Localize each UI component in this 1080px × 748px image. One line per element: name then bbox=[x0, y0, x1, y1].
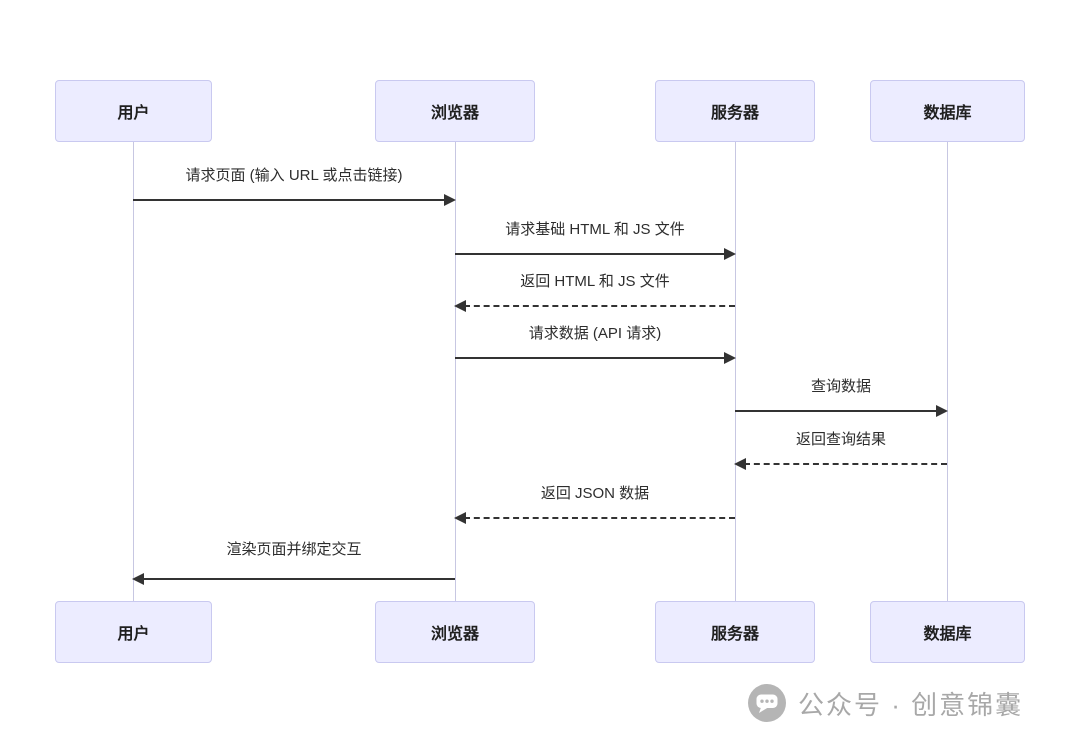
arrowhead-icon bbox=[936, 405, 948, 417]
speech-bubble-icon bbox=[748, 684, 786, 722]
actor-box-user-top: 用户 bbox=[55, 80, 212, 142]
actor-label: 服务器 bbox=[710, 626, 759, 643]
message-label: 返回 HTML 和 JS 文件 bbox=[520, 273, 670, 290]
message-label: 请求基础 HTML 和 JS 文件 bbox=[505, 221, 685, 238]
message-arrow bbox=[735, 405, 948, 417]
actor-box-database-bottom: 数据库 bbox=[870, 601, 1025, 663]
actor-box-user-bottom: 用户 bbox=[55, 601, 212, 663]
arrow-line bbox=[735, 410, 938, 412]
actor-label: 浏览器 bbox=[430, 105, 479, 122]
message-arrow bbox=[454, 512, 735, 524]
lifeline-user bbox=[133, 142, 134, 601]
actor-label: 数据库 bbox=[923, 105, 972, 122]
arrowhead-icon bbox=[454, 512, 466, 524]
actor-box-browser-bottom: 浏览器 bbox=[375, 601, 535, 663]
message-arrow bbox=[734, 458, 947, 470]
actor-label: 浏览器 bbox=[430, 626, 479, 643]
arrowhead-icon bbox=[724, 248, 736, 260]
message-arrow bbox=[133, 194, 456, 206]
message-arrow bbox=[132, 573, 455, 585]
arrow-line bbox=[464, 305, 735, 307]
actor-box-server-bottom: 服务器 bbox=[655, 601, 815, 663]
message-arrow bbox=[455, 352, 736, 364]
actor-box-database-top: 数据库 bbox=[870, 80, 1025, 142]
actor-label: 用户 bbox=[117, 105, 150, 122]
arrow-line bbox=[744, 463, 947, 465]
arrow-line bbox=[133, 199, 446, 201]
message-label: 请求页面 (输入 URL 或点击链接) bbox=[185, 167, 403, 184]
arrow-line bbox=[464, 517, 735, 519]
arrowhead-icon bbox=[454, 300, 466, 312]
lifeline-server bbox=[735, 142, 736, 601]
arrow-line bbox=[455, 253, 726, 255]
actor-box-browser-top: 浏览器 bbox=[375, 80, 535, 142]
arrowhead-icon bbox=[734, 458, 746, 470]
actor-box-server-top: 服务器 bbox=[655, 80, 815, 142]
message-label: 请求数据 (API 请求) bbox=[528, 325, 662, 342]
arrowhead-icon bbox=[724, 352, 736, 364]
watermark: 公众号 · 创意锦囊 bbox=[748, 684, 1023, 722]
arrow-line bbox=[455, 357, 726, 359]
arrowhead-icon bbox=[444, 194, 456, 206]
watermark-text: 公众号 · 创意锦囊 bbox=[798, 689, 1024, 720]
arrowhead-icon bbox=[132, 573, 144, 585]
message-arrow bbox=[455, 248, 736, 260]
message-label: 返回 JSON 数据 bbox=[540, 485, 650, 502]
message-label: 返回查询结果 bbox=[795, 431, 886, 448]
lifeline-browser bbox=[455, 142, 456, 601]
message-label: 查询数据 bbox=[810, 378, 871, 395]
message-arrow bbox=[454, 300, 735, 312]
actor-label: 服务器 bbox=[710, 105, 759, 122]
actor-label: 数据库 bbox=[923, 626, 972, 643]
lifeline-database bbox=[947, 142, 948, 601]
actor-label: 用户 bbox=[117, 626, 150, 643]
arrow-line bbox=[142, 578, 455, 580]
message-label: 渲染页面并绑定交互 bbox=[226, 541, 362, 558]
